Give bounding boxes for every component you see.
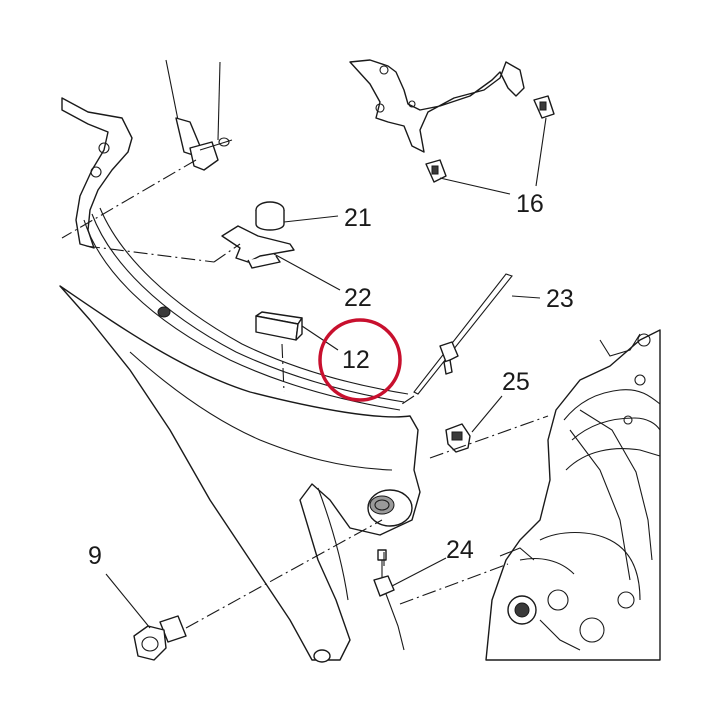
part-24-anchor <box>373 549 405 651</box>
callout-16: 16 <box>516 190 544 218</box>
assembly-centerlines <box>61 159 549 629</box>
callout-25: 25 <box>502 368 530 396</box>
engine-block <box>485 329 661 661</box>
highlight-circle-12 <box>318 318 402 402</box>
callout-12: 12 <box>342 346 370 374</box>
callout-23: 23 <box>546 285 574 313</box>
part-9-bolt <box>133 615 187 661</box>
part-12-block <box>255 311 303 341</box>
frame-body <box>59 97 421 663</box>
callout-9: 9 <box>88 542 102 570</box>
top-bracket <box>349 59 555 183</box>
leader-lines <box>105 117 547 629</box>
callout-labels: 21 22 23 16 12 25 24 9 <box>88 190 574 570</box>
callout-22: 22 <box>344 284 372 312</box>
part-23-rod <box>413 273 513 395</box>
sensor-bracket <box>165 59 233 171</box>
callout-24: 24 <box>446 536 474 564</box>
part-21-ring <box>255 201 285 231</box>
callout-21: 21 <box>344 204 372 232</box>
part-22-clip <box>221 225 295 269</box>
part-25-clip <box>445 423 471 453</box>
